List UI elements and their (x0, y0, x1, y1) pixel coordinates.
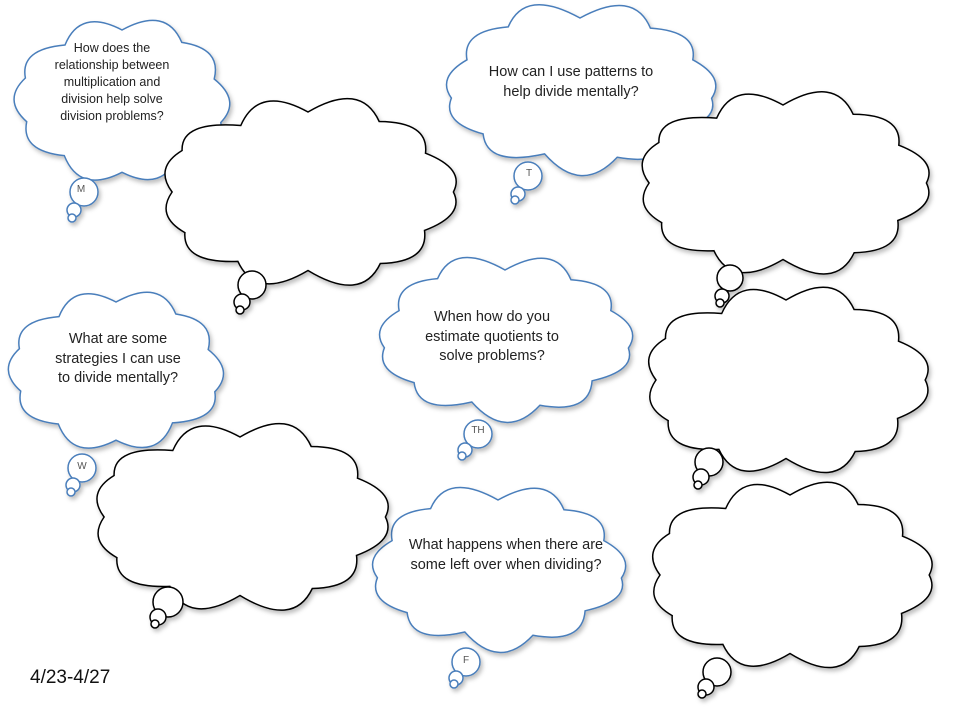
answer-cloud-wednesday-outline (96, 422, 389, 611)
answer-cloud-monday-tail-bubble-3 (235, 305, 245, 315)
question-cloud-thursday-outline (378, 256, 634, 424)
question-cloud-friday-tail-bubble-3 (449, 679, 459, 689)
question-cloud-friday (371, 486, 627, 689)
question-cloud-tuesday-tail-bubble-3 (510, 195, 520, 205)
answer-cloud-wednesday (96, 422, 389, 629)
question-cloud-wednesday-tail-bubble-1 (67, 453, 97, 483)
answer-cloud-friday-tail-bubble-1 (702, 657, 732, 687)
answer-cloud-wednesday-tail-bubble-3 (150, 619, 160, 629)
question-cloud-friday-tail-bubble-1 (451, 647, 481, 677)
answer-cloud-monday-tail-bubble-1 (237, 270, 267, 300)
answer-cloud-thursday-outline (647, 286, 929, 474)
answer-cloud-monday (164, 97, 457, 315)
question-cloud-thursday (378, 256, 634, 461)
question-cloud-thursday-tail-bubble-3 (457, 451, 467, 461)
question-cloud-monday-outline (13, 19, 231, 181)
answer-cloud-thursday-tail-bubble-3 (693, 480, 703, 490)
question-cloud-thursday-tail-bubble-1 (463, 419, 493, 449)
answer-cloud-friday-tail-bubble-3 (697, 689, 707, 699)
answer-cloud-tuesday-outline (641, 91, 930, 275)
answer-cloud-friday-outline (651, 481, 933, 669)
answer-cloud-tuesday-tail-bubble-1 (716, 264, 744, 292)
question-text-monday: How does the relationship between multip… (54, 41, 170, 123)
question-cloud-monday-tail-bubble-3 (67, 213, 77, 223)
question-cloud-monday-tail-bubble-1 (69, 177, 99, 207)
day-label-wednesday: W (77, 461, 87, 472)
answer-cloud-tuesday (641, 91, 930, 308)
question-cloud-wednesday-outline (7, 291, 225, 449)
day-label-friday: F (462, 655, 470, 666)
answer-cloud-tuesday-tail-bubble-3 (715, 298, 725, 308)
answer-cloud-friday (651, 481, 933, 699)
answer-cloud-thursday (647, 286, 929, 490)
question-text-wednesday: What are some strategies I can use to di… (55, 331, 181, 387)
day-label-tuesday: T (525, 168, 533, 179)
question-text-friday: What happens when there are some left ov… (408, 537, 604, 573)
question-cloud-wednesday (7, 291, 225, 497)
question-cloud-friday-outline (371, 486, 627, 654)
date-range: 4/23-4/27 (30, 667, 111, 688)
answer-cloud-monday-outline (164, 97, 457, 286)
day-label-thursday: TH (471, 425, 485, 436)
question-text-thursday: When how do you estimate quotients to so… (425, 309, 559, 365)
question-cloud-wednesday-tail-bubble-3 (66, 487, 76, 497)
question-cloud-tuesday-tail-bubble-1 (513, 161, 543, 191)
question-cloud-tuesday-outline (445, 4, 717, 177)
question-cloud-tuesday (445, 4, 717, 205)
question-cloud-monday (13, 19, 231, 223)
question-text-tuesday: How can I use patterns to help divide me… (488, 64, 654, 100)
day-label-monday: M (76, 184, 86, 195)
